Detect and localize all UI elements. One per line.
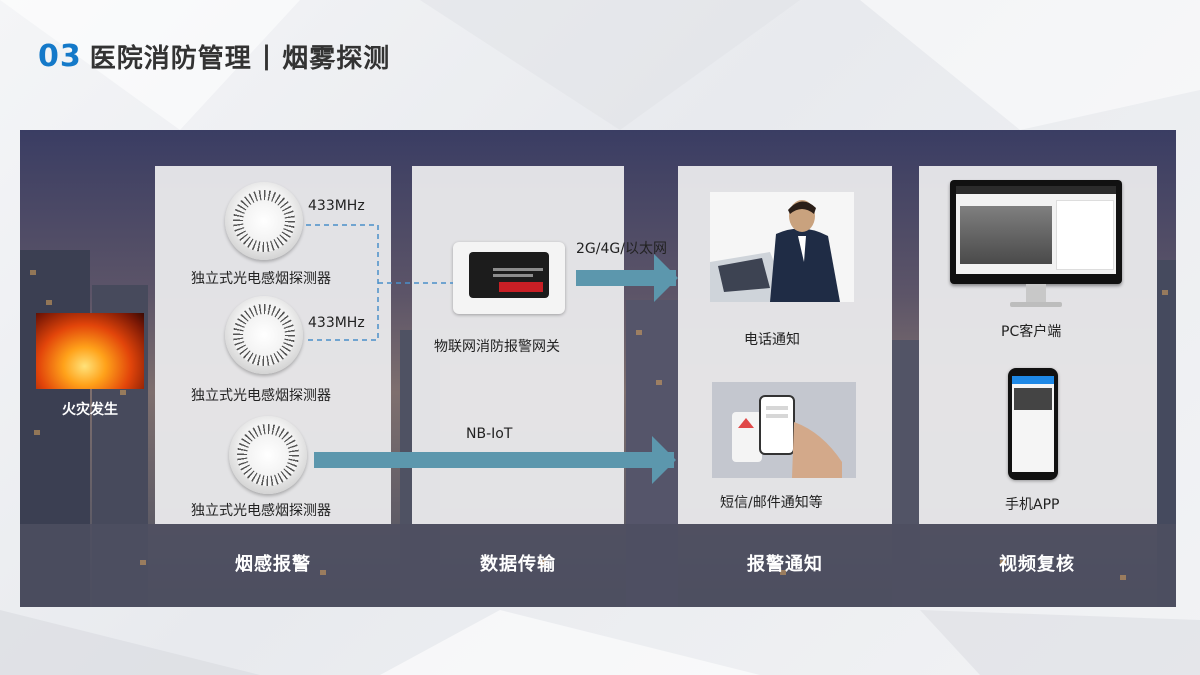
section-label-alarm-notification: 报警通知 — [747, 554, 823, 575]
section-number: 03 — [38, 38, 82, 74]
notification-label-phone: 电话通知 — [744, 332, 800, 348]
detector-3-label: 独立式光电感烟探测器 — [191, 503, 331, 519]
title-sub: 烟雾探测 — [282, 43, 391, 74]
link-label-nbiot: NB-IoT — [466, 426, 513, 442]
smoke-detector-1 — [225, 182, 303, 260]
detector-1-label: 独立式光电感烟探测器 — [191, 271, 331, 287]
fire-label: 火灾发生 — [62, 402, 118, 418]
city-background — [20, 250, 1176, 607]
monitor-stand — [1026, 284, 1046, 302]
section-label-video-review: 视频复核 — [999, 554, 1075, 575]
title-separator: | — [261, 41, 273, 71]
sms-email-image — [712, 382, 856, 478]
title-main: 医院消防管理 — [89, 43, 252, 74]
section-label-data-transmission: 数据传输 — [480, 554, 556, 575]
page-title: 03 医院消防管理 | 烟雾探测 — [38, 36, 390, 76]
connection-lines — [306, 224, 678, 484]
detector-1-frequency: 433MHz — [308, 198, 365, 214]
pc-monitor — [950, 180, 1122, 284]
fire-image — [36, 313, 144, 389]
gateway-label: 物联网消防报警网关 — [434, 339, 560, 355]
smoke-detector-3 — [229, 416, 307, 494]
diagram-band: 火灾发生 433MHz 独立式光电感烟探测器 433MHz 独立式光电感烟探测器… — [20, 130, 1176, 607]
alarm-gateway-device — [453, 242, 565, 314]
link-label-cellular: 2G/4G/以太网 — [576, 241, 667, 257]
detector-2-label: 独立式光电感烟探测器 — [191, 388, 331, 404]
notification-label-sms: 短信/邮件通知等 — [720, 495, 823, 511]
client-label-app: 手机APP — [1005, 497, 1060, 513]
detector-2-frequency: 433MHz — [308, 315, 365, 331]
mobile-phone — [1008, 368, 1058, 480]
client-label-pc: PC客户端 — [1001, 324, 1062, 340]
smoke-detector-2 — [225, 296, 303, 374]
monitor-base — [1010, 302, 1062, 307]
section-label-smoke-alarm: 烟感报警 — [235, 554, 311, 575]
phone-call-image — [710, 192, 854, 302]
